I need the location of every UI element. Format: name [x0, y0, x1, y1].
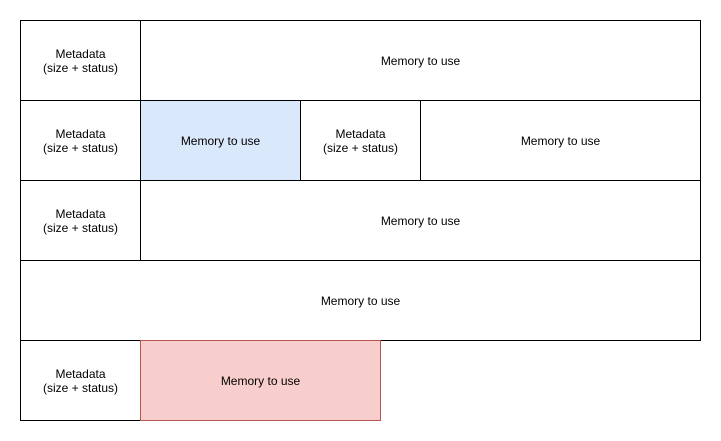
metadata-subtitle: (size + status) — [42, 60, 119, 75]
memory-block: Memory to use — [140, 180, 701, 261]
memory-label: Memory to use — [320, 293, 401, 308]
memory-block-highlighted-blue: Memory to use — [140, 100, 301, 181]
metadata-label: Metadata (size + status) — [43, 47, 118, 75]
metadata-subtitle: (size + status) — [42, 140, 119, 155]
memory-label: Memory to use — [180, 133, 261, 148]
metadata-block: Metadata (size + status) — [300, 100, 421, 181]
memory-label: Memory to use — [520, 133, 601, 148]
metadata-label: Metadata (size + status) — [323, 127, 398, 155]
metadata-block: Metadata (size + status) — [20, 20, 141, 101]
metadata-label: Metadata (size + status) — [43, 127, 118, 155]
memory-label: Memory to use — [380, 213, 461, 228]
metadata-block: Metadata (size + status) — [20, 180, 141, 261]
metadata-label: Metadata (size + status) — [43, 367, 118, 395]
memory-block: Memory to use — [20, 260, 701, 341]
metadata-title: Metadata — [55, 46, 106, 61]
memory-block: Memory to use — [140, 20, 701, 101]
metadata-subtitle: (size + status) — [322, 140, 399, 155]
memory-label: Memory to use — [380, 53, 461, 68]
memory-block: Memory to use — [420, 100, 701, 181]
metadata-subtitle: (size + status) — [42, 380, 119, 395]
metadata-title: Metadata — [55, 366, 106, 381]
metadata-title: Metadata — [335, 126, 386, 141]
memory-label: Memory to use — [220, 373, 301, 388]
metadata-subtitle: (size + status) — [42, 220, 119, 235]
metadata-title: Metadata — [55, 206, 106, 221]
metadata-label: Metadata (size + status) — [43, 207, 118, 235]
metadata-block: Metadata (size + status) — [20, 340, 141, 421]
memory-block-highlighted-red: Memory to use — [140, 340, 381, 421]
metadata-title: Metadata — [55, 126, 106, 141]
metadata-block: Metadata (size + status) — [20, 100, 141, 181]
